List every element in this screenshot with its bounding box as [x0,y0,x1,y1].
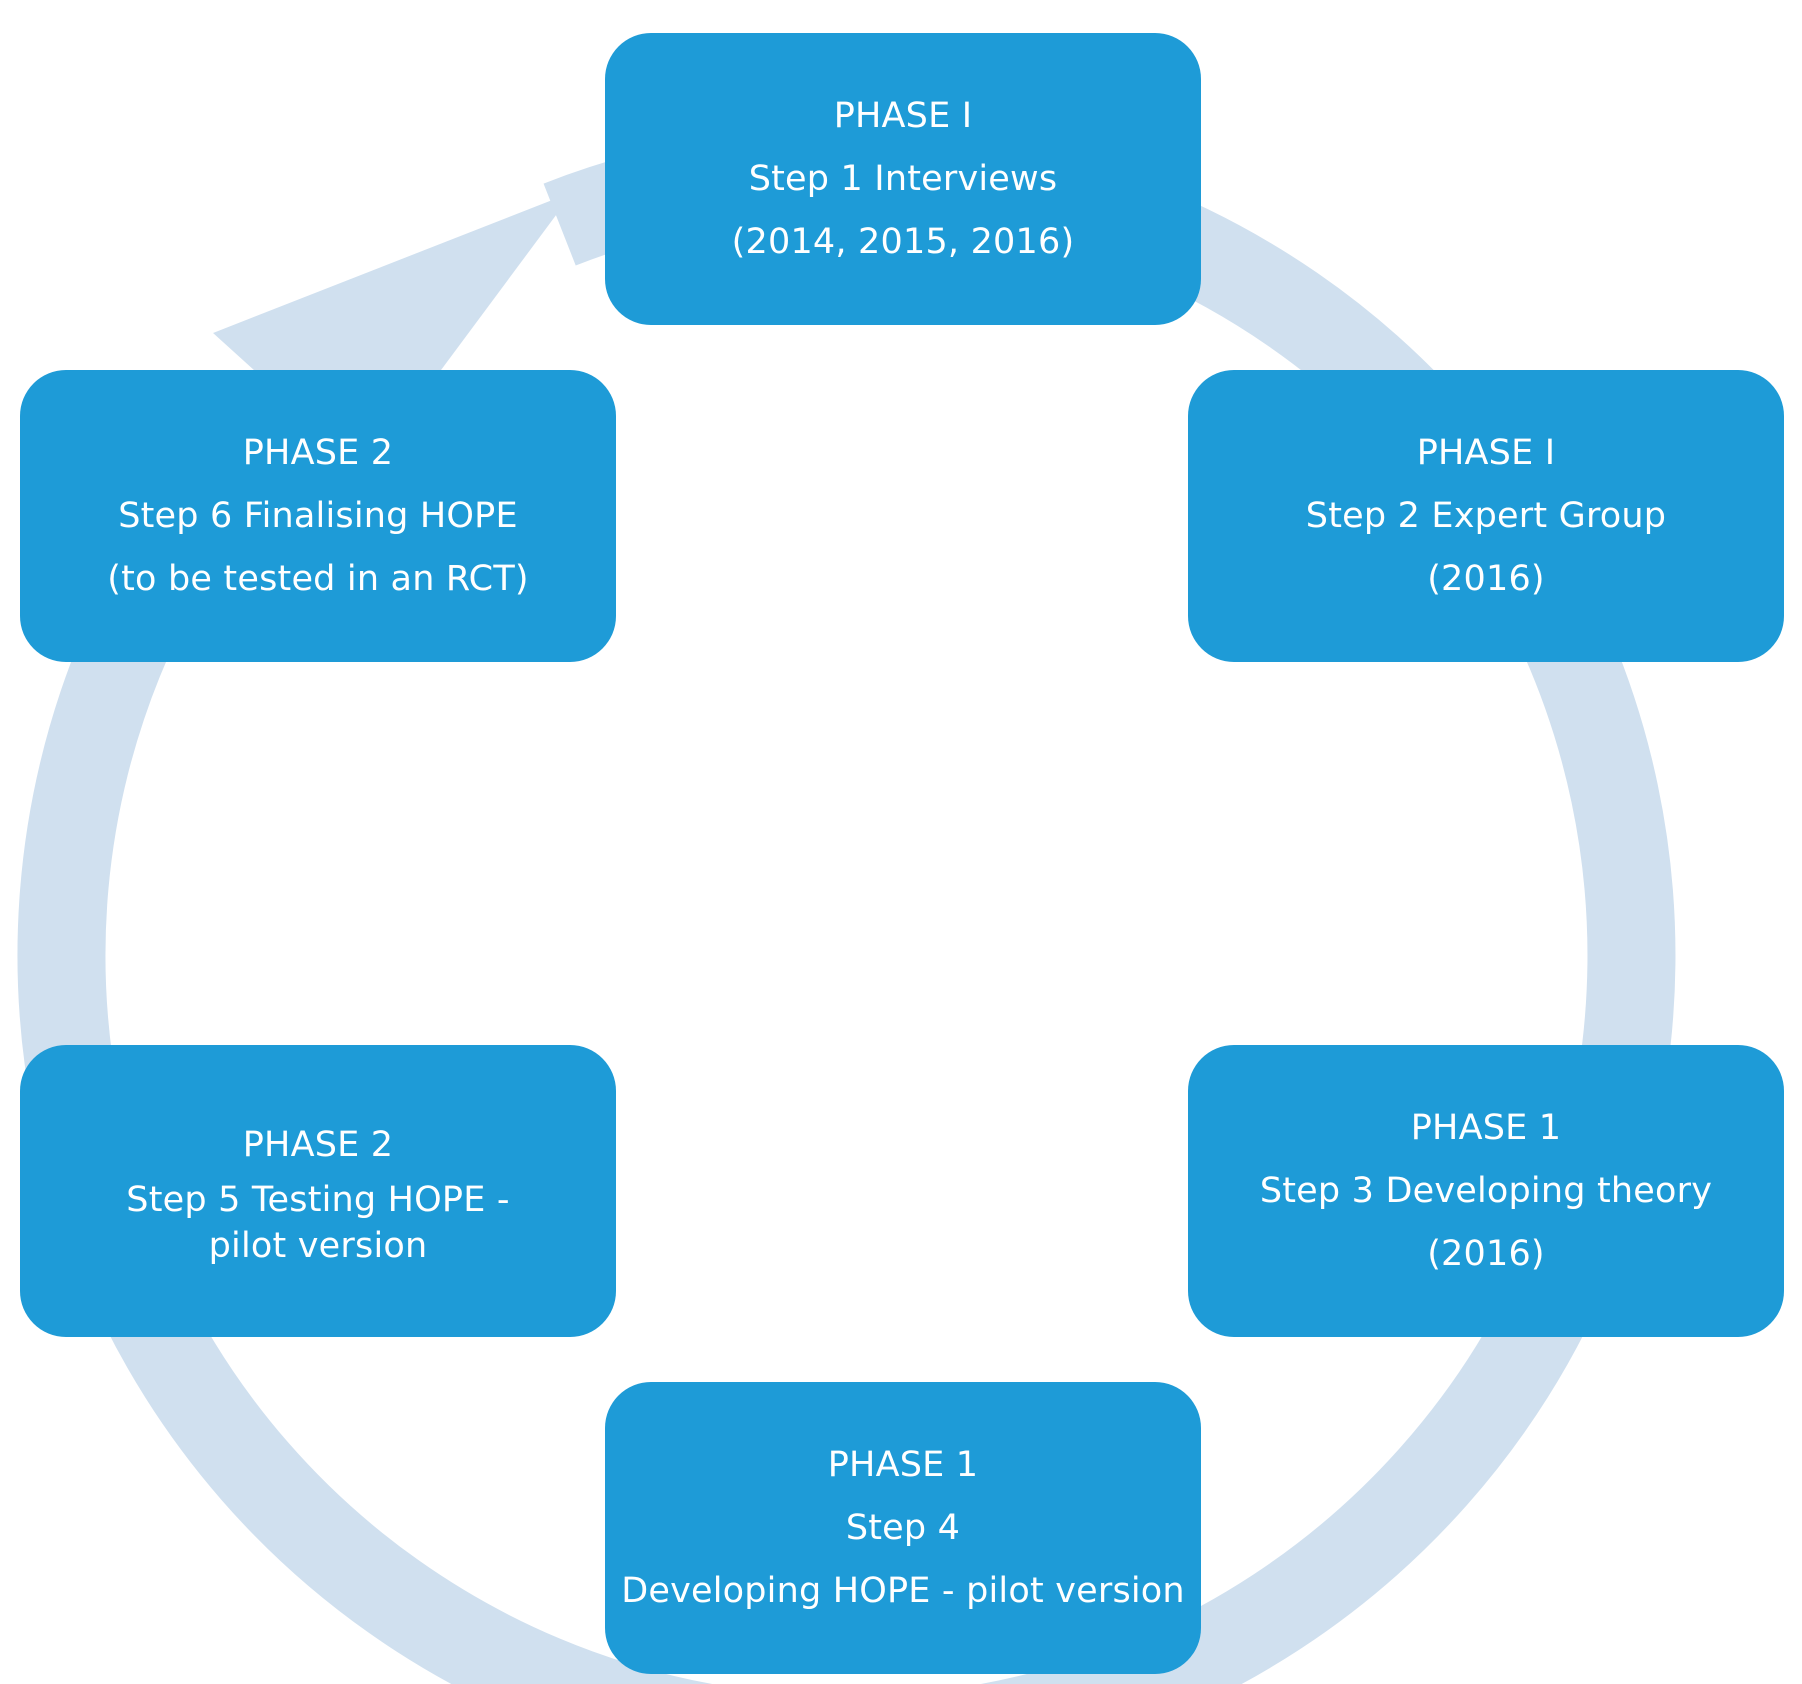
step-3-title: Step 3 Developing theory [1259,1170,1713,1211]
step-1-phase: PHASE I [833,95,973,136]
step-1-title: Step 1 Interviews [748,158,1058,199]
step-6-note: (to be tested in an RCT) [107,558,529,599]
step-4-title: Step 4 [845,1507,961,1548]
step-4-description: Developing HOPE - pilot version [621,1570,1185,1611]
step-6-phase: PHASE 2 [242,432,394,473]
step-3-box: PHASE 1 Step 3 Developing theory (2016) [1188,1045,1784,1337]
step-2-title: Step 2 Expert Group [1305,495,1667,536]
step-1-years: (2014, 2015, 2016) [731,221,1075,262]
step-2-box: PHASE I Step 2 Expert Group (2016) [1188,370,1784,662]
step-2-phase: PHASE I [1416,432,1556,473]
step-1-box: PHASE I Step 1 Interviews (2014, 2015, 2… [605,33,1201,325]
step-6-box: PHASE 2 Step 6 Finalising HOPE (to be te… [20,370,616,662]
step-4-phase: PHASE 1 [827,1444,979,1485]
step-5-phase: PHASE 2 [242,1124,394,1165]
step-3-phase: PHASE 1 [1410,1107,1562,1148]
step-5-title: Step 5 Testing HOPE - pilot version [126,1179,510,1266]
step-4-box: PHASE 1 Step 4 Developing HOPE - pilot v… [605,1382,1201,1674]
step-5-box: PHASE 2 Step 5 Testing HOPE - pilot vers… [20,1045,616,1337]
step-6-title: Step 6 Finalising HOPE [118,495,518,536]
step-3-years: (2016) [1427,1233,1545,1274]
step-2-years: (2016) [1427,558,1545,599]
